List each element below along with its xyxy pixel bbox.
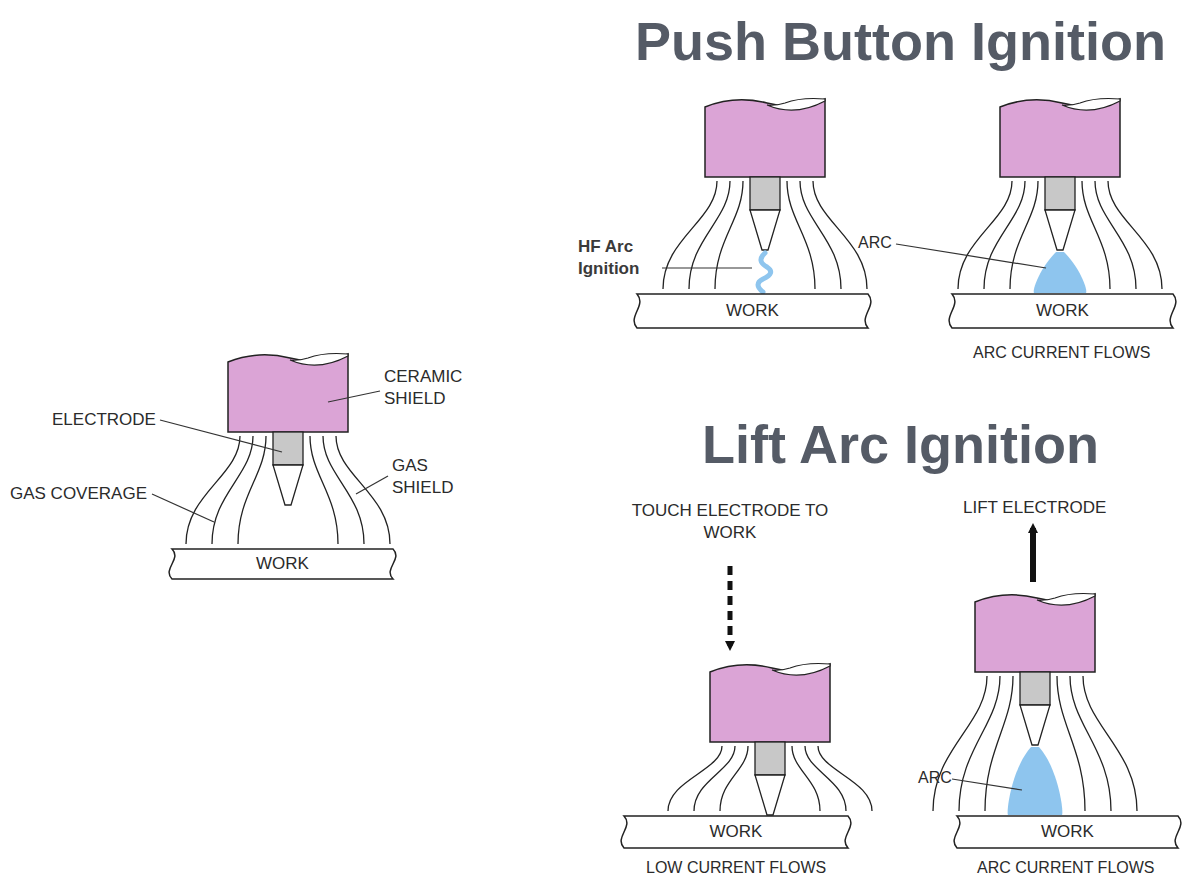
callout-label: ELECTRODE (52, 409, 156, 431)
electrode-tip (1045, 210, 1075, 250)
shield-cutout (767, 99, 825, 111)
gas-line (310, 436, 338, 544)
gas-line (1108, 181, 1162, 289)
gas-line (1057, 676, 1085, 811)
arc-glow (1008, 747, 1063, 815)
ceramic-shield (705, 99, 825, 177)
electrode (750, 177, 780, 210)
gas-line (186, 436, 240, 544)
hf-arc (758, 253, 771, 292)
electrode-tip (1020, 705, 1050, 745)
state-caption: LOW CURRENT FLOWS (646, 858, 826, 879)
gas-line (1010, 181, 1038, 289)
shield-cutout (290, 354, 348, 366)
gas-line (336, 436, 390, 544)
callout-label: ARC (858, 233, 892, 254)
gas-line (715, 181, 743, 289)
plate-label: WORK (1036, 301, 1089, 321)
shield-cutout (1037, 594, 1095, 606)
gas-line (1070, 676, 1111, 811)
electrode (273, 432, 303, 465)
arc-glow (1034, 252, 1087, 293)
lift-arrow (1030, 528, 1036, 582)
plate-label: WORK (710, 822, 763, 842)
gas-line (958, 181, 1012, 289)
plate-shape (169, 549, 396, 579)
electrode-tip (750, 210, 780, 250)
section-heading: Lift Arc Ignition (702, 415, 1099, 474)
gas-line (1083, 676, 1137, 811)
ceramic-shield (1000, 99, 1120, 177)
gas-line (984, 181, 1025, 289)
ceramic-shield (975, 594, 1095, 672)
plate-shape (634, 294, 871, 328)
ceramic-shield (710, 664, 830, 742)
section-heading: Push Button Ignition (635, 12, 1166, 71)
callout-label: GAS SHIELD (392, 455, 474, 499)
plate-shape (949, 294, 1176, 328)
gas-line (323, 436, 364, 544)
work-plate: WORK (160, 548, 405, 580)
gas-line (668, 746, 722, 811)
gas-line (689, 181, 730, 289)
plate-shape (954, 816, 1181, 848)
electrode (1045, 177, 1075, 210)
leader-lines (152, 244, 1046, 790)
plate-label: WORK (256, 554, 309, 574)
electrode (1020, 672, 1050, 705)
shield-cutout (1062, 99, 1120, 111)
gas-line (720, 746, 748, 811)
gas-line (1082, 181, 1110, 289)
callout-label: ARC (918, 768, 952, 789)
shield-cutout (772, 664, 830, 676)
electrode-tip (273, 465, 303, 505)
ceramic-shield (228, 354, 348, 432)
gas-line (212, 436, 253, 544)
state-caption: ARC CURRENT FLOWS (973, 343, 1151, 364)
tig-torch (663, 99, 867, 290)
gas-line (985, 676, 1013, 811)
callout-label: CERAMIC SHIELD (384, 366, 492, 410)
gas-line (933, 676, 987, 811)
electrode (755, 742, 785, 775)
gas-line (694, 746, 735, 811)
plate-shape (621, 816, 851, 848)
gas-line (1095, 181, 1136, 289)
torch-group (186, 99, 1162, 816)
step-label: LIFT ELECTRODE (963, 497, 1106, 519)
gas-line (238, 436, 266, 544)
tig-torch (668, 664, 872, 816)
gas-line (663, 181, 717, 289)
touch-arrow (728, 566, 733, 646)
gas-line (959, 676, 1000, 811)
tig-torch (186, 354, 390, 545)
gas-line (792, 746, 820, 811)
gas-line (818, 746, 872, 811)
plate-label: WORK (1041, 822, 1094, 842)
plate-label: WORK (726, 301, 779, 321)
work-plate: WORK (625, 293, 880, 329)
state-caption: ARC CURRENT FLOWS (977, 858, 1155, 879)
gas-line (787, 181, 815, 289)
gas-line (805, 746, 846, 811)
work-plate: WORK (940, 293, 1185, 329)
electrode-tip (755, 775, 785, 815)
work-plate: WORK (612, 815, 860, 849)
callout-label: GAS COVERAGE (10, 483, 147, 505)
gas-line (800, 181, 841, 289)
callout-label: HF Arc Ignition (578, 236, 662, 280)
step-label: TOUCH ELECTRODE TO WORK (630, 500, 830, 544)
work-plate: WORK (945, 815, 1190, 849)
